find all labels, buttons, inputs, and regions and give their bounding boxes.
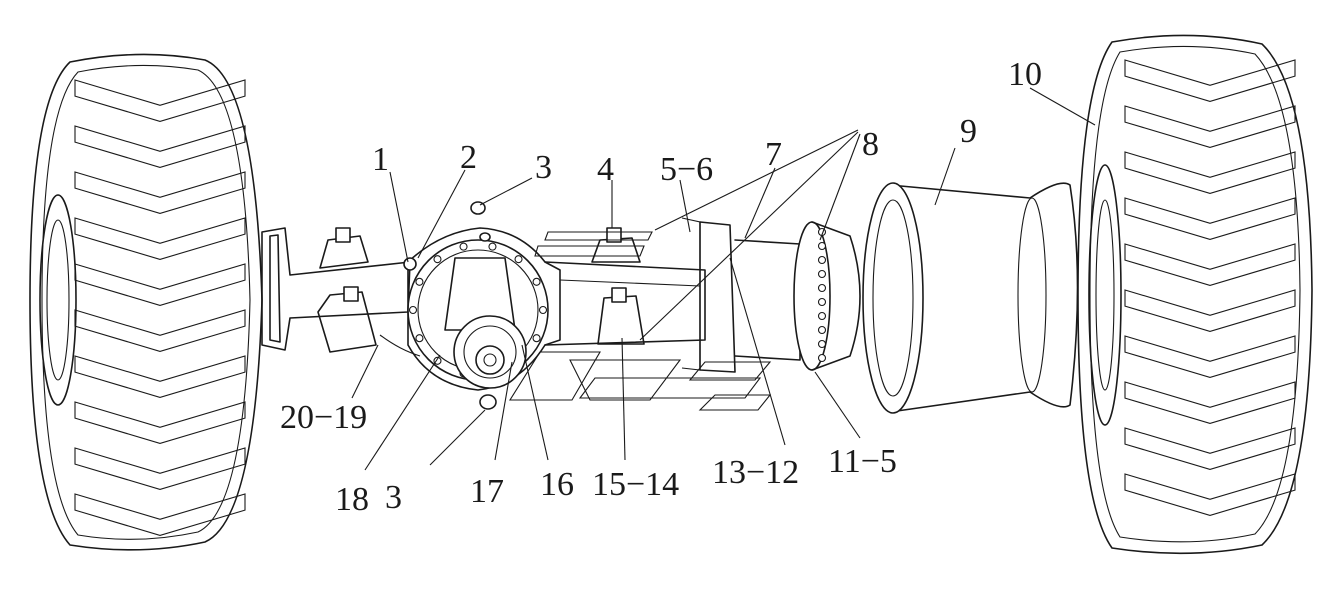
tread-block (1124, 197, 1296, 240)
flange-bolt (532, 334, 541, 343)
tread-block (74, 309, 246, 352)
flange-bolt (488, 242, 497, 251)
label-17: 17 (470, 473, 504, 510)
label-13-12: 13−12 (712, 454, 799, 491)
right-axle-housing (544, 217, 861, 373)
tread-block (74, 493, 246, 536)
label-3-top: 3 (535, 149, 552, 186)
label-1: 1 (372, 141, 389, 178)
tread-block (1124, 427, 1296, 470)
right-tire-tread (1124, 59, 1296, 516)
hub-bolt (817, 339, 827, 349)
leader-lines (351, 87, 1096, 471)
label-15-14: 15−14 (592, 466, 679, 503)
flange-bolt (415, 277, 424, 286)
tread-block (74, 79, 246, 122)
hub-bolts (817, 227, 827, 363)
tread-block (1124, 243, 1296, 286)
flange-bolt (433, 255, 442, 264)
tread-block (74, 401, 246, 444)
label-4: 4 (597, 151, 614, 188)
label-3-bottom: 3 (385, 479, 402, 516)
hub-bolt (817, 353, 827, 363)
flange-bolt (408, 305, 418, 315)
label-9: 9 (960, 113, 977, 150)
tread-block (74, 263, 246, 306)
label-10: 10 (1008, 56, 1042, 93)
label-2: 2 (460, 139, 477, 176)
tread-block (1124, 105, 1296, 148)
label-18: 18 (335, 481, 369, 518)
callout-labels: 1 2 3 4 5−6 7 8 9 10 20−19 18 3 17 16 15… (280, 56, 1042, 518)
tread-block (1124, 335, 1296, 378)
left-axle-housing (261, 227, 421, 357)
differential-housing (403, 201, 561, 410)
label-7: 7 (765, 136, 782, 173)
tread-block (1124, 289, 1296, 332)
flange-bolt (415, 334, 424, 343)
tread-block (74, 355, 246, 398)
tread-block (74, 125, 246, 168)
wheel-rim (862, 182, 1079, 414)
label-5-6: 5−6 (660, 151, 713, 188)
tread-block (74, 217, 246, 260)
tread-block (1124, 381, 1296, 424)
hub-bolt (817, 255, 827, 265)
hub-bolt (817, 241, 827, 251)
hub-bolt (817, 325, 827, 335)
flange-bolt (459, 242, 468, 251)
label-16: 16 (540, 466, 574, 503)
hub-bolt (817, 269, 827, 279)
label-11-5: 11−5 (828, 443, 897, 480)
hub-bolt (817, 311, 827, 321)
left-tire (29, 53, 263, 551)
hub-bolt (817, 283, 827, 293)
right-tire (1077, 34, 1313, 555)
flange-bolt (538, 305, 548, 315)
flange-bolt (433, 356, 442, 365)
tread-block (1124, 151, 1296, 194)
tread-block (74, 171, 246, 214)
hub-bolt (817, 297, 827, 307)
tread-block (74, 447, 246, 490)
label-8: 8 (862, 126, 879, 163)
label-20-19: 20−19 (280, 399, 367, 436)
flange-bolt (532, 277, 541, 286)
exploded-outline-bands (509, 231, 772, 411)
tread-block (1124, 59, 1296, 102)
tread-block (1124, 473, 1296, 516)
left-tire-tread (74, 79, 246, 536)
flange-bolt (514, 255, 523, 264)
